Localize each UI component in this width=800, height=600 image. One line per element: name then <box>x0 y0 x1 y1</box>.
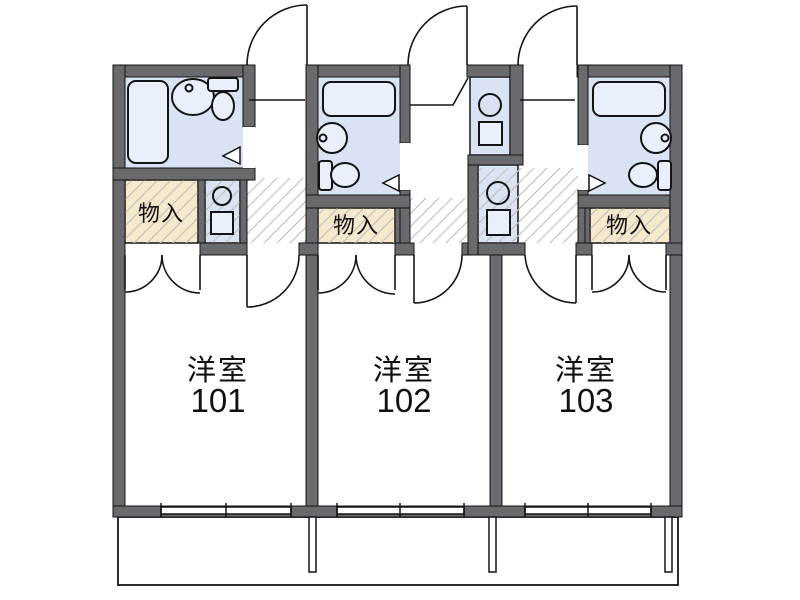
window-102 <box>336 503 465 517</box>
bathroom-door-opening-101 <box>243 127 255 168</box>
balcony <box>117 516 679 586</box>
washbasin-icon <box>316 122 348 154</box>
mini-kitchen-fixtures-101 <box>210 186 234 235</box>
faucet-icon <box>660 133 670 143</box>
wall-hall-seg-6 <box>665 242 683 256</box>
wall-bath103-bottom <box>577 194 671 209</box>
room-door-101 <box>246 254 300 308</box>
window-103 <box>524 503 652 517</box>
entrance-door-102 <box>407 5 469 106</box>
wall-kitchen102-right <box>509 64 524 166</box>
door-direction-icon <box>221 145 241 166</box>
wall-hall-seg-5 <box>575 242 593 256</box>
mini-kitchen-fixtures-102 <box>478 93 503 146</box>
wall-bath102-right-upper <box>399 64 411 144</box>
wall-bath103-left-upper <box>577 64 589 146</box>
closet-double-door-103 <box>591 254 667 293</box>
burner-icon <box>212 186 232 206</box>
room-label-103: 洋室 <box>555 354 617 387</box>
toilet-tank <box>207 77 239 92</box>
toilet-icon <box>318 160 360 191</box>
toilet-bowl <box>330 162 360 188</box>
wall-bath101-bottom <box>112 167 256 181</box>
wall-divider-101-102 <box>305 64 319 507</box>
toilet-icon <box>207 77 239 121</box>
sink-icon <box>486 209 511 236</box>
room-number-102: 102 <box>376 382 431 419</box>
room-number-101: 101 <box>190 382 245 419</box>
wall-hall-seg-2 <box>298 242 319 256</box>
storage-hatch-102 <box>318 208 395 243</box>
bathroom-door-opening-102 <box>400 143 410 190</box>
toilet-tank <box>657 160 672 191</box>
balcony-divider <box>488 516 497 573</box>
bathtub-icon <box>127 80 169 164</box>
faucet-icon <box>318 133 328 143</box>
storage-label-102: 物入 <box>333 213 379 238</box>
wall-kitchen-mid <box>467 154 524 166</box>
wall-bath101-right <box>242 64 256 128</box>
room-label-102: 洋室 <box>373 354 435 387</box>
closet-double-door-101 <box>124 254 201 294</box>
wall-bath102-bottom <box>305 194 411 209</box>
wall-left <box>112 64 126 518</box>
burner-icon <box>486 181 510 205</box>
wall-kitchen103-left <box>467 164 479 256</box>
entrance-door-103 <box>517 5 578 101</box>
wall-storage102-right <box>394 207 401 244</box>
wall-storage103-left <box>584 207 591 244</box>
mini-kitchen-fixtures-103 <box>486 181 511 236</box>
bathroom-fixtures-102 <box>316 81 400 193</box>
room-door-102 <box>413 254 463 304</box>
sink-icon <box>478 121 503 146</box>
bathtub-icon <box>592 81 666 117</box>
toilet-bowl <box>628 162 658 188</box>
door-direction-icon <box>381 173 400 193</box>
hallway-hatch-102 <box>410 198 470 243</box>
entrance-step <box>410 77 469 106</box>
wall-divider-102-103 <box>489 254 503 507</box>
wall-hall-seg-1 <box>199 242 248 256</box>
room-label-101: 洋室 <box>187 354 249 387</box>
storage-label-101: 物入 <box>138 201 184 226</box>
wall-top-b <box>306 64 409 78</box>
toilet-icon <box>628 160 672 191</box>
wall-right <box>669 64 683 518</box>
balcony-divider <box>664 516 673 573</box>
storage-hatch-103 <box>590 208 670 243</box>
entrance-door-101 <box>246 4 308 101</box>
bathroom-door-opening-103 <box>578 145 588 190</box>
wall-storage101-divider <box>197 179 206 244</box>
bathtub-icon <box>322 81 396 117</box>
wall-kitchen101-right <box>239 179 248 244</box>
balcony-divider <box>308 516 317 573</box>
room-door-103 <box>524 254 577 304</box>
room-number-103: 103 <box>558 382 613 419</box>
closet-double-door-102 <box>317 254 396 295</box>
bathroom-fixtures-101 <box>127 77 241 166</box>
sink-icon <box>210 211 234 235</box>
wall-hall-seg-3 <box>394 242 415 256</box>
bathroom-fixtures-103 <box>588 81 672 193</box>
washbasin-icon <box>640 122 672 154</box>
storage-label-103: 物入 <box>606 213 652 238</box>
faucet-icon <box>184 83 194 93</box>
burner-icon <box>478 93 502 117</box>
toilet-bowl <box>211 91 235 121</box>
window-101 <box>160 503 292 517</box>
wall-top-a <box>112 64 248 78</box>
door-direction-icon <box>588 173 607 193</box>
wall-top-d <box>576 64 683 78</box>
